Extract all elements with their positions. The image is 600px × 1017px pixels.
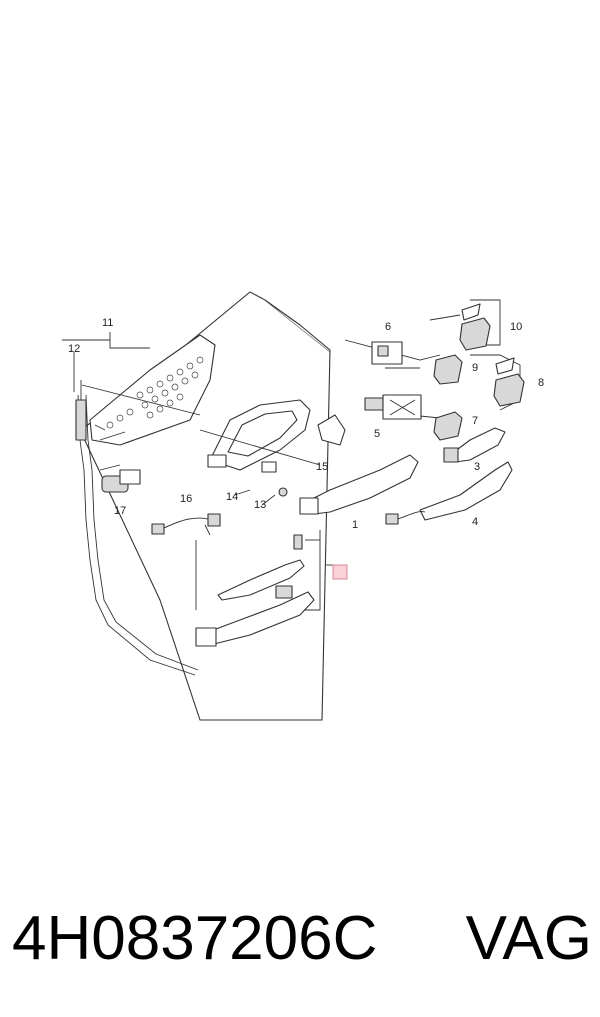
- lock-cylinder-5: [364, 394, 422, 420]
- handle-carrier: [89, 334, 216, 446]
- leader-lines: [62, 299, 521, 611]
- callout-10: 10: [510, 321, 522, 333]
- door-handle-4: [385, 461, 513, 525]
- cap-9: [433, 354, 463, 385]
- callout-2-highlight: [332, 564, 348, 580]
- callout-6: 6: [385, 321, 391, 333]
- screw-13: [278, 487, 288, 497]
- callout-15: 15: [316, 461, 328, 473]
- bowden-cable: [75, 380, 199, 676]
- callout-16: 16: [180, 493, 192, 505]
- sensor-wire-16: [151, 513, 221, 535]
- bracket-15: [317, 414, 346, 446]
- part-number: 4H0837206C: [12, 903, 378, 973]
- caps-8: [493, 357, 525, 407]
- callout-12: 12: [68, 343, 80, 355]
- callout-3: 3: [474, 461, 480, 473]
- callout-4: 4: [472, 516, 478, 528]
- callout-labels: 1 2 3 4 5 6 7 8 9 10 11 12 13 14 15 16 1…: [68, 317, 544, 580]
- door-handle-1: [299, 454, 419, 515]
- cap-7: [433, 411, 463, 441]
- caption-row: 4H0837206C VAG: [12, 898, 592, 978]
- handle-bowl: [207, 399, 311, 473]
- callout-8: 8: [538, 377, 544, 389]
- callout-5: 5: [374, 428, 380, 440]
- brand-label: VAG: [465, 903, 592, 973]
- callout-1: 1: [352, 519, 358, 531]
- callout-11: 11: [102, 317, 113, 329]
- lock-part-6: [371, 341, 403, 365]
- connector-17: [101, 469, 141, 493]
- door-handle-3: [443, 427, 506, 463]
- callout-13: 13: [254, 499, 266, 511]
- callout-7: 7: [472, 415, 478, 427]
- door-handle-2: [195, 534, 315, 647]
- callout-14: 14: [226, 491, 238, 503]
- callout-9: 9: [472, 362, 478, 374]
- callout-17: 17: [114, 505, 126, 517]
- caps-10: [459, 303, 491, 351]
